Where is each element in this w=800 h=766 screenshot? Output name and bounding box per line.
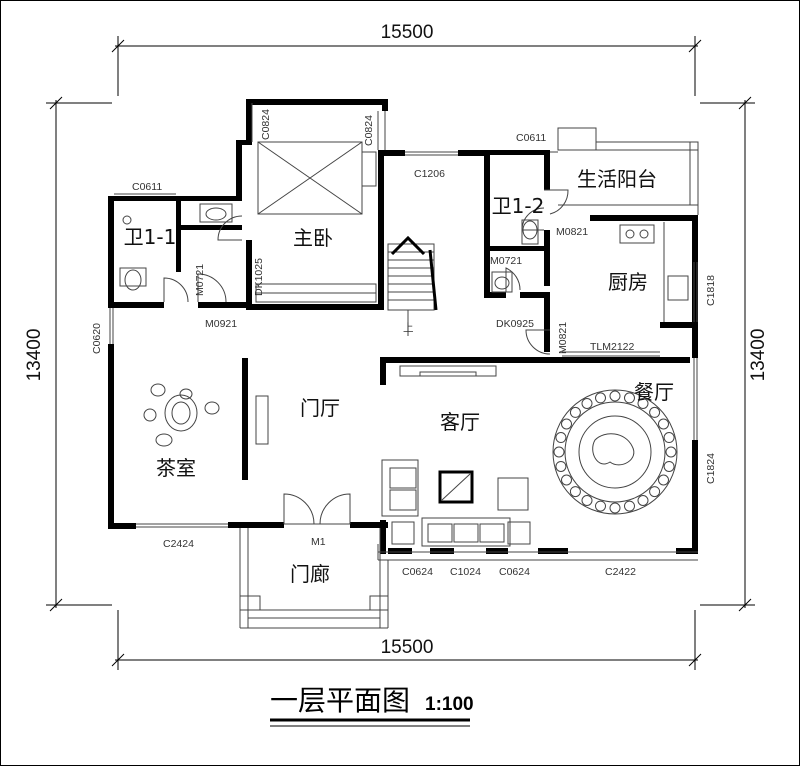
- dining-chair: [663, 460, 675, 472]
- room-tea: 茶室: [156, 456, 196, 480]
- room-bath-1-1: 卫1-1: [124, 225, 177, 249]
- dining-chair: [623, 500, 635, 512]
- washbasin-1-1: [199, 203, 233, 223]
- stove: [619, 224, 655, 244]
- dining-chair: [555, 460, 567, 472]
- kitchen-counter: [663, 222, 689, 322]
- dining-chair: [637, 494, 649, 506]
- room-living: 客厅: [440, 410, 480, 434]
- code-dk1025: DK1025: [253, 258, 265, 296]
- code-c0611-left: C0611: [132, 181, 162, 193]
- dim-left-label: 13400: [24, 329, 45, 382]
- dining-chair: [609, 390, 621, 402]
- room-utility-balcony: 生活阳台: [577, 167, 657, 191]
- toilet-1-2: [521, 219, 539, 245]
- dining-chair: [595, 500, 607, 512]
- sofa-set: [381, 459, 531, 547]
- dining-chair: [561, 474, 573, 486]
- dim-right-label: 13400: [748, 329, 769, 382]
- stair-up-label: 上: [403, 322, 414, 334]
- code-c1024: C1024: [450, 566, 481, 578]
- walls: [108, 99, 698, 554]
- dimension-left: [46, 96, 112, 612]
- dining-chair: [553, 446, 565, 458]
- dining-chair: [555, 432, 567, 444]
- dining-chair: [569, 486, 581, 498]
- screen-partition: [255, 395, 269, 445]
- dining-chair: [637, 398, 649, 410]
- tea-table: [143, 383, 220, 447]
- code-c0824-right: C0824: [363, 115, 375, 146]
- code-c0824-left: C0824: [260, 109, 272, 140]
- drawing-scale: 1:100: [425, 694, 474, 715]
- dimension-right: [700, 96, 755, 612]
- code-m0821-top: M0821: [556, 226, 588, 238]
- dining-chair: [609, 502, 621, 514]
- wardrobe: [255, 283, 377, 303]
- code-m0721-right: M0721: [490, 255, 522, 267]
- room-kitchen: 厨房: [608, 270, 648, 294]
- code-c1824: C1824: [705, 453, 717, 484]
- dimension-bottom: [111, 610, 702, 670]
- dining-chair: [623, 392, 635, 404]
- drawing-title: 一层平面图: [270, 684, 410, 717]
- code-m0921: M0921: [205, 318, 237, 330]
- room-porch: 门廊: [290, 562, 330, 586]
- code-c0611-right: C0611: [516, 132, 546, 144]
- dining-chair: [561, 418, 573, 430]
- windows: [109, 103, 699, 629]
- washbasin-1-2: [491, 271, 513, 293]
- dining-chair: [657, 418, 669, 430]
- dining-table: [552, 389, 678, 515]
- code-c2422: C2422: [605, 566, 636, 578]
- code-c1206: C1206: [414, 168, 445, 180]
- staircase: 上: [387, 235, 438, 336]
- code-c0624-a: C0624: [402, 566, 433, 578]
- room-dining: 餐厅: [634, 380, 674, 404]
- code-c1818: C1818: [705, 275, 717, 306]
- room-foyer: 门厅: [300, 396, 340, 420]
- dining-chair: [581, 398, 593, 410]
- dim-bottom-label: 15500: [381, 637, 434, 658]
- dimension-top: [111, 36, 702, 96]
- code-c0620: C0620: [91, 323, 103, 354]
- dining-chair: [649, 406, 661, 418]
- dining-chair: [581, 494, 593, 506]
- bed: [257, 141, 377, 215]
- dining-chair: [649, 486, 661, 498]
- code-m0721-left: M0721: [194, 264, 206, 296]
- dim-top-label: 15500: [381, 22, 434, 43]
- tv-cabinet: [399, 365, 497, 377]
- dining-chair: [665, 446, 677, 458]
- code-c2424: C2424: [163, 538, 194, 550]
- dining-chair: [663, 432, 675, 444]
- code-tlm2122: TLM2122: [590, 341, 635, 353]
- dining-chair: [595, 392, 607, 404]
- code-m0821-bottom: M0821: [557, 322, 569, 354]
- code-m1: M1: [311, 536, 326, 548]
- code-dk0925: DK0925: [496, 318, 534, 330]
- toilet-1-1: [119, 215, 147, 291]
- code-c0624-b: C0624: [499, 566, 530, 578]
- dining-chair: [657, 474, 669, 486]
- dining-chair: [569, 406, 581, 418]
- room-master-bedroom: 主卧: [293, 226, 333, 250]
- room-bath-1-2: 卫1-2: [492, 194, 545, 218]
